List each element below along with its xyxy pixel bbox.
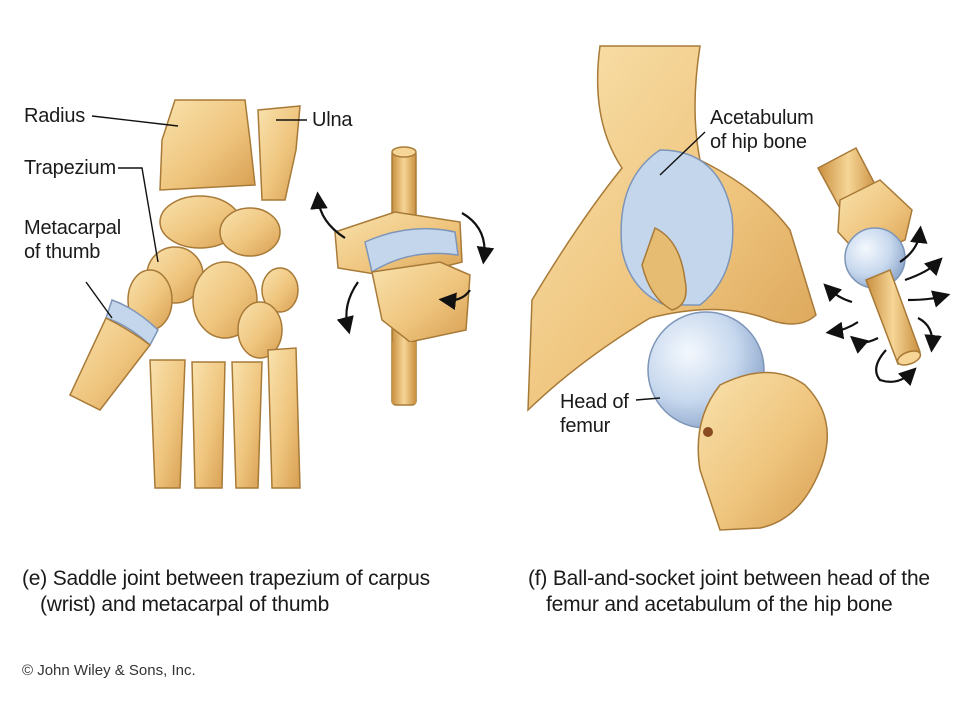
rotation-arrows — [310, 191, 495, 335]
carpal-bone — [261, 267, 299, 313]
caption-f: (f) Ball-and-socket joint between head o… — [528, 566, 930, 618]
label-head-of-femur: Head of femur — [560, 390, 629, 438]
radius-bone — [159, 99, 256, 191]
metacarpal — [191, 361, 226, 489]
thumb-metacarpal — [69, 316, 152, 411]
caption-e: (e) Saddle joint between trapezium of ca… — [22, 566, 430, 618]
carpal-bone — [237, 301, 283, 359]
lower-saddle — [371, 261, 471, 343]
label-trapezium: Trapezium — [24, 157, 116, 179]
copyright: © John Wiley & Sons, Inc. — [22, 662, 196, 679]
metacarpal — [231, 361, 263, 489]
caption-e-line1: (e) Saddle joint between trapezium of ca… — [22, 567, 430, 590]
label-metacarpal-line1: Metacarpal — [24, 217, 121, 239]
label-acetabulum: Acetabulum of hip bone — [710, 106, 814, 154]
label-acetabulum-line2: of hip bone — [710, 131, 807, 153]
caption-f-line2: femur and acetabulum of the hip bone — [546, 593, 893, 616]
label-head-line2: femur — [560, 415, 611, 437]
leader-lines-f — [635, 131, 706, 401]
ball-socket-model — [816, 146, 922, 366]
ball-rod — [865, 269, 921, 366]
label-acetabulum-line1: Acetabulum — [710, 107, 814, 129]
hip-illustration — [527, 45, 828, 531]
wrist-illustration — [69, 99, 301, 489]
label-ulna: Ulna — [312, 109, 353, 131]
label-metacarpal: Metacarpal of thumb — [24, 216, 121, 264]
caption-f-line1: (f) Ball-and-socket joint between head o… — [528, 567, 930, 590]
carpal-bone — [219, 207, 281, 257]
femur-neck — [697, 371, 828, 531]
caption-e-line2: (wrist) and metacarpal of thumb — [40, 593, 330, 616]
metacarpal — [149, 359, 186, 489]
metacarpal — [267, 347, 301, 489]
ulna-bone — [257, 105, 301, 201]
label-metacarpal-line2: of thumb — [24, 241, 101, 263]
saddle-surface — [364, 227, 459, 274]
saddle-joint-model — [334, 146, 471, 406]
movement-arrows — [823, 225, 951, 387]
label-head-line1: Head of — [560, 391, 629, 413]
leader-lines-e — [85, 115, 307, 319]
label-radius: Radius — [24, 105, 86, 127]
acetabular-fossa — [641, 226, 687, 311]
